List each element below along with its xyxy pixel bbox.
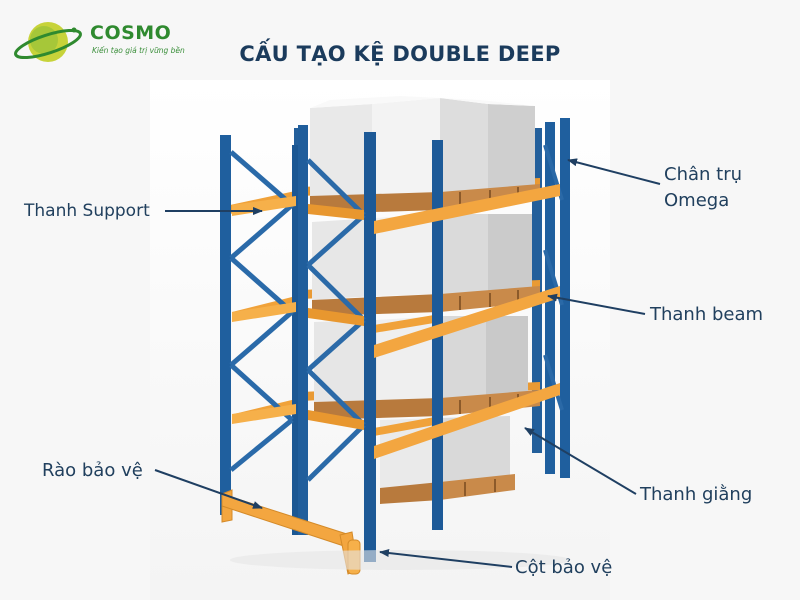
arrow-icon	[379, 549, 513, 568]
brand-tagline: Kiến tạo giá trị vững bền	[92, 46, 185, 55]
page-title: CẤU TẠO KỆ DOUBLE DEEP	[239, 42, 561, 66]
front-middle-frame	[298, 125, 376, 562]
arrow-icon	[567, 158, 661, 185]
label-chan-tru-omega: Chân trụ Omega	[664, 162, 742, 214]
arrow-icon	[547, 293, 646, 315]
label-cot-bao-ve: Cột bảo vệ	[515, 557, 613, 578]
cosmo-logo-icon	[14, 22, 82, 62]
cosmo-logo: COSMO Kiến tạo giá trị vững bền	[12, 16, 212, 68]
callout-arrows	[154, 158, 661, 568]
floor-shadow	[230, 550, 570, 570]
label-chan-tru-line2: Omega	[664, 190, 730, 211]
label-thanh-giang: Thanh giằng	[640, 484, 753, 505]
arrow-icon	[154, 469, 263, 509]
label-rao-bao-ve: Rào bảo vệ	[42, 460, 143, 481]
label-thanh-beam: Thanh beam	[650, 304, 764, 325]
label-chan-tru-line1: Chân trụ	[664, 164, 743, 185]
label-thanh-support: Thanh Support	[24, 201, 150, 221]
arrow-icon	[524, 427, 637, 495]
front-beams	[232, 184, 560, 459]
brand-name: COSMO	[90, 22, 172, 44]
